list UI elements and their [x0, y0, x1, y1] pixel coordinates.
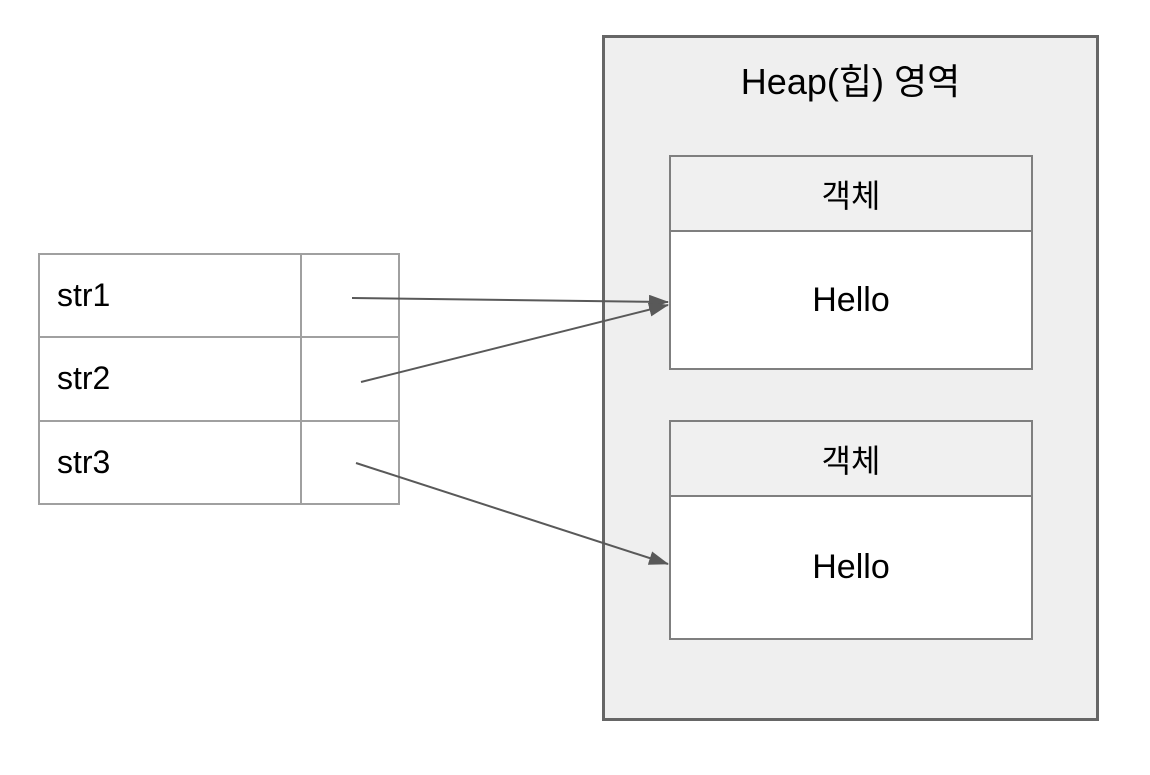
reference-cell-str1 — [302, 255, 398, 336]
variable-label-str2: str2 — [40, 338, 302, 420]
reference-cell-str2 — [302, 338, 398, 419]
object-2-value: Hello — [671, 497, 1031, 638]
object-2-header: 객체 — [671, 422, 1031, 497]
table-row-str1: str1 — [40, 255, 398, 337]
object-box-2: 객체 Hello — [669, 420, 1033, 640]
table-row-str3: str3 — [40, 419, 398, 503]
object-1-header: 객체 — [671, 157, 1031, 232]
stack-table: str1 str2 str3 — [38, 253, 400, 505]
heap-title: Heap(힙) 영역 — [740, 61, 961, 102]
object-box-1: 객체 Hello — [669, 155, 1033, 370]
variable-label-str3: str3 — [40, 421, 302, 503]
variable-label-str1: str1 — [40, 255, 302, 337]
object-1-value: Hello — [671, 232, 1031, 368]
reference-cell-str3 — [302, 422, 398, 503]
table-row-str2: str2 — [40, 336, 398, 420]
